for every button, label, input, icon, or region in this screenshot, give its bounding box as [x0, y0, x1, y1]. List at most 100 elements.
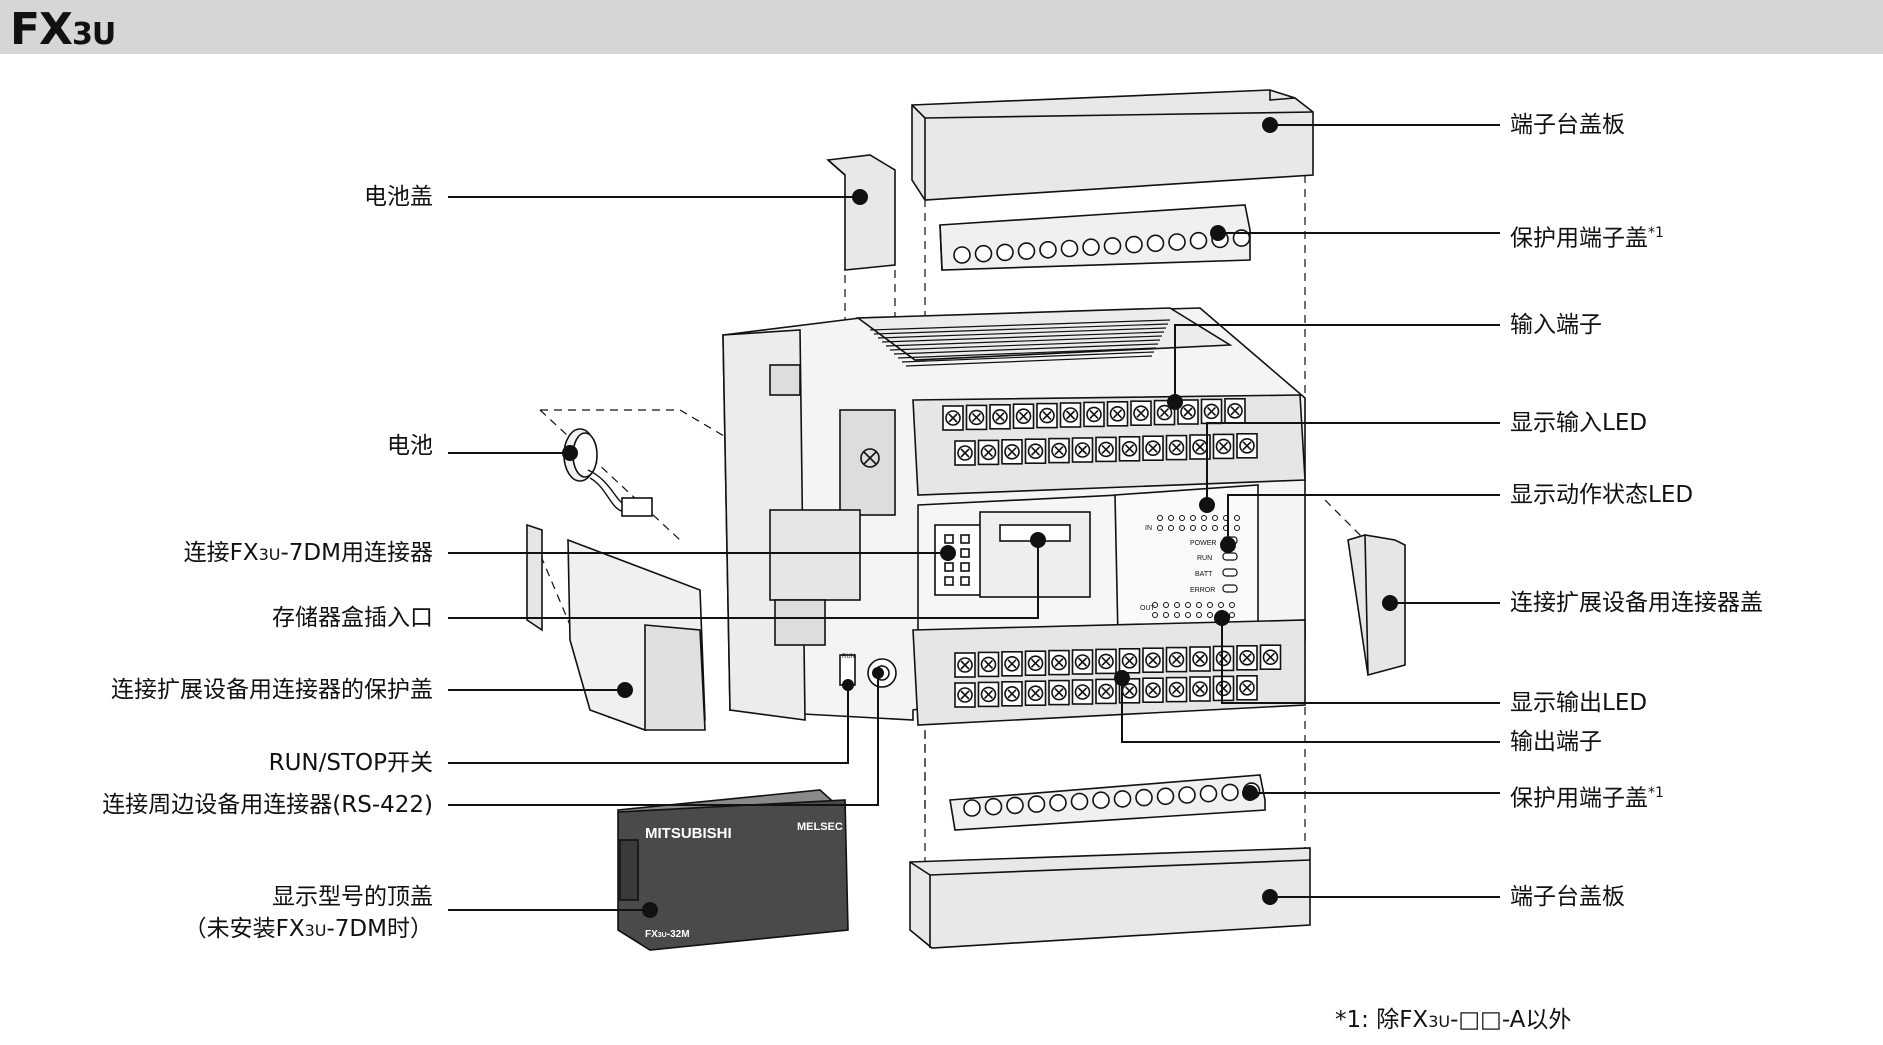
label-top-cover-line2: （未安装FX3U-7DM时）	[183, 916, 433, 942]
run-switch-text: RUN	[842, 654, 855, 660]
input-led-dot	[1179, 525, 1185, 531]
leader-status-led	[1220, 494, 1500, 553]
screw-slot	[971, 412, 982, 422]
leader-peripheral-connector	[448, 667, 884, 806]
vent-slot	[889, 339, 1161, 351]
leader-terminal-cover-bottom	[1262, 889, 1500, 905]
label-peripheral-connector: 连接周边设备用连接器(RS-422)	[102, 792, 433, 818]
label-expansion-connector-cover: 连接扩展设备用连接器盖	[1510, 590, 1763, 616]
label-protect-cover-bottom: 保护用端子盖*1	[1510, 785, 1664, 812]
label-input-terminal: 输入端子	[1510, 312, 1602, 338]
terminal-cover-bottom-part	[909, 847, 1311, 949]
label-output-led: 显示输出LED	[1510, 690, 1648, 716]
terminal-hole	[963, 799, 981, 817]
screw-slot	[1148, 443, 1158, 453]
input-led-dot	[1190, 525, 1196, 531]
screw-slot	[1101, 686, 1111, 696]
led-batt-text: BATT	[1195, 571, 1213, 578]
terminal-hole	[1232, 229, 1251, 247]
title-main: FX	[10, 4, 73, 55]
title-sub: 3U	[71, 17, 116, 52]
plc-main-body	[722, 307, 1306, 726]
led-in-text: IN	[1145, 525, 1152, 532]
terminal-hole	[1017, 242, 1036, 260]
screw-slot	[1148, 655, 1158, 665]
input-led-dot	[1157, 525, 1163, 531]
header-bar	[0, 0, 1883, 54]
terminal-hole	[1189, 231, 1208, 250]
screw-slot	[1242, 683, 1252, 693]
led-power-text: POWER	[1190, 540, 1216, 547]
output-led-dot	[1163, 602, 1169, 608]
screw-slot	[1206, 406, 1217, 416]
terminal-hole	[996, 243, 1014, 262]
output-led-dot	[1196, 612, 1202, 618]
protect-cover-bottom-part	[949, 774, 1266, 831]
screw-slot	[1218, 441, 1229, 451]
leader-output-terminal	[1114, 670, 1500, 743]
model-text: FX3U-32M	[645, 929, 690, 940]
input-led-dot	[1212, 515, 1218, 521]
leader-terminal-cover-top	[1262, 117, 1500, 133]
input-led-dot	[1168, 525, 1174, 531]
output-led-dot	[1185, 602, 1191, 608]
vent-slot	[873, 323, 1169, 335]
input-led-dot	[1212, 525, 1218, 531]
label-status-led: 显示动作状态LED	[1510, 482, 1694, 508]
label-protect-cover-top: 保护用端子盖*1	[1510, 225, 1664, 252]
label-fx3u-7dm-connector: 连接FX3U-7DM用连接器	[183, 540, 433, 566]
status-led	[1222, 584, 1238, 593]
output-led-dot	[1229, 602, 1235, 608]
output-led-dot	[1152, 612, 1158, 618]
screw-slot	[1042, 411, 1052, 421]
screw-slot	[948, 413, 958, 423]
leader-protect-cover-top	[1210, 225, 1500, 241]
leader-fx3u-7dm-connector	[448, 545, 956, 561]
terminal-hole	[1178, 786, 1196, 804]
screw-slot	[1195, 684, 1205, 694]
leader-expansion-cover	[1382, 595, 1500, 611]
screw-slot	[1007, 689, 1017, 699]
battery-cover-part	[826, 154, 896, 271]
output-led-dot	[1207, 602, 1213, 608]
label-battery: 电池	[387, 433, 433, 459]
terminal-hole	[1135, 788, 1153, 807]
terminal-hole	[1027, 795, 1046, 813]
screw-slot	[1030, 688, 1041, 698]
screw-slot	[1077, 687, 1088, 697]
input-led-dot	[1201, 515, 1207, 521]
terminal-hole	[974, 244, 993, 263]
screw-slot	[995, 412, 1005, 422]
leader-input-led	[1199, 422, 1500, 513]
screw-slot	[1183, 407, 1193, 417]
status-led	[1222, 552, 1238, 561]
screw-slot	[983, 659, 994, 669]
terminal-hole	[1049, 793, 1067, 812]
connector-pin	[944, 562, 954, 572]
footnote: *1: 除FX3U-□□-A以外	[1335, 1007, 1572, 1033]
led-out-text: OUT	[1140, 605, 1156, 612]
screw-slot	[1171, 655, 1182, 665]
screw-slot	[1007, 659, 1017, 669]
leader-battery	[448, 445, 578, 461]
terminal-hole	[1156, 787, 1175, 806]
status-led	[1222, 568, 1238, 577]
output-led-dot	[1229, 612, 1235, 618]
leader-protect-cover-bottom	[1242, 785, 1500, 801]
leader-memory-slot	[448, 532, 1046, 619]
terminal-hole	[1221, 783, 1239, 802]
screw-slot	[1265, 652, 1276, 662]
vent-slot	[877, 327, 1167, 339]
screw-slot	[1195, 654, 1205, 664]
screw-slot	[983, 447, 994, 457]
connector-pin	[960, 534, 970, 544]
terminal-hole	[1125, 235, 1143, 254]
output-led-dot	[1196, 602, 1202, 608]
screw-slot	[960, 448, 970, 458]
vent-slot	[881, 331, 1165, 343]
input-led-dot	[1157, 515, 1163, 521]
model-top-cover-part	[616, 789, 849, 951]
screw-slot	[1054, 658, 1064, 668]
label-run-stop-switch: RUN/STOP开关	[268, 750, 433, 776]
page-title: FX3U	[10, 4, 116, 55]
